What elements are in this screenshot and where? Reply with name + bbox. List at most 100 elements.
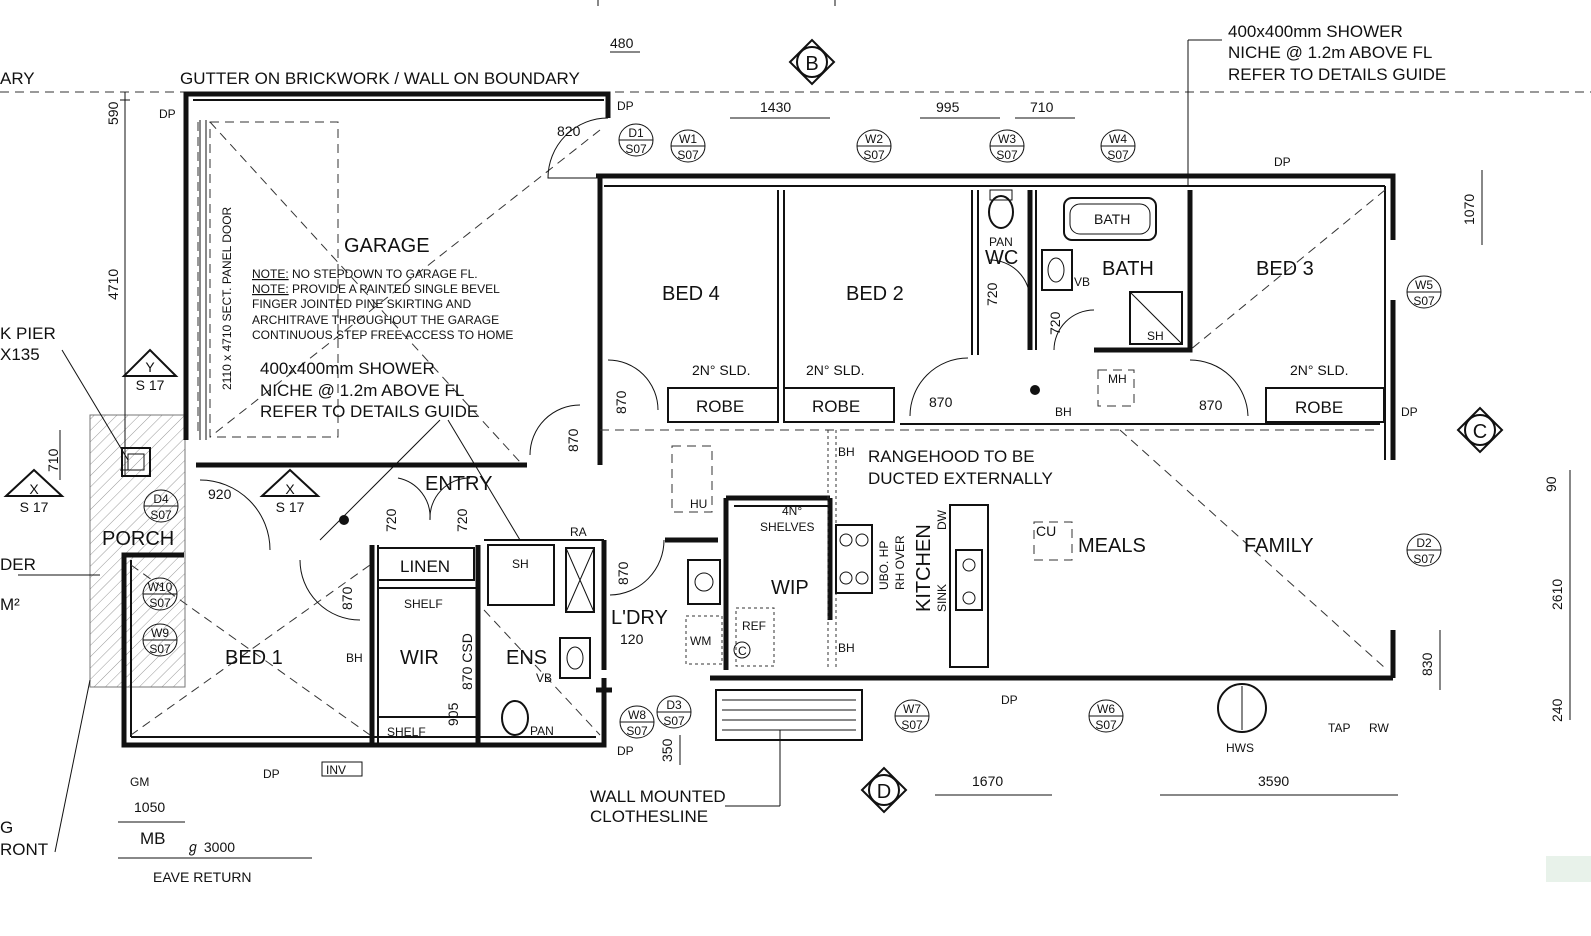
- svg-text:W1: W1: [679, 132, 697, 146]
- svg-text:BH: BH: [1055, 405, 1072, 419]
- pier-note-1: K PIER: [0, 324, 56, 343]
- svg-text:S07: S07: [1413, 294, 1435, 308]
- shelves-label-2: SHELVES: [760, 520, 814, 534]
- svg-text:RANGEHOOD TO BE: RANGEHOOD TO BE: [868, 447, 1035, 466]
- shelves-label-1: 4N°: [782, 504, 802, 518]
- section-marker-x-left: X S 17: [3, 468, 65, 515]
- svg-text:NOTE: NO STEPDOWN TO GARAGE FL: NOTE: NO STEPDOWN TO GARAGE FL.: [252, 267, 478, 281]
- svg-text:WALL MOUNTED: WALL MOUNTED: [590, 787, 726, 806]
- section-marker-y: Y S 17: [121, 348, 179, 393]
- rangehood-note: RANGEHOOD TO BE DUCTED EXTERNALLY: [868, 447, 1053, 488]
- svg-text:W8: W8: [628, 708, 646, 722]
- svg-text:CU: CU: [1036, 523, 1056, 539]
- svg-text:RA: RA: [570, 525, 587, 539]
- svg-text:NOTE: PROVIDE A PAINTED SINGLE: NOTE: PROVIDE A PAINTED SINGLE BEVEL: [252, 282, 500, 296]
- svg-text:RW: RW: [1369, 721, 1389, 735]
- svg-text:1430: 1430: [760, 99, 791, 115]
- svg-text:NICHE @ 1.2m ABOVE FL: NICHE @ 1.2m ABOVE FL: [260, 381, 464, 400]
- dimension-lines: [18, 40, 1571, 859]
- svg-text:DP: DP: [1001, 693, 1018, 707]
- svg-text:480: 480: [610, 35, 634, 51]
- robe-label-bed3: ROBE: [1295, 398, 1343, 417]
- svg-text:MH: MH: [1108, 372, 1127, 386]
- porch-hatch: [89, 414, 186, 688]
- ront-note: RONT: [0, 840, 48, 859]
- svg-text:3590: 3590: [1258, 773, 1289, 789]
- svg-text:870: 870: [339, 586, 355, 610]
- section-marker-x-right: X S 17: [259, 468, 321, 515]
- svg-text:HU: HU: [690, 497, 707, 511]
- svg-text:GM: GM: [130, 775, 149, 789]
- g-note: G: [0, 818, 13, 837]
- svg-text:400x400mm SHOWER: 400x400mm SHOWER: [1228, 22, 1403, 41]
- svg-text:870: 870: [613, 390, 629, 414]
- svg-text:CONTINUOUS STEP FREE ACCESS TO: CONTINUOUS STEP FREE ACCESS TO HOME: [252, 328, 513, 342]
- m2-note: M²: [0, 595, 20, 614]
- svg-text:RH OVER: RH OVER: [893, 535, 907, 590]
- svg-text:S07: S07: [149, 596, 171, 610]
- svg-text:TAP: TAP: [1328, 721, 1350, 735]
- svg-text:820: 820: [557, 123, 581, 139]
- svg-text:830: 830: [1419, 652, 1435, 676]
- svg-text:W7: W7: [903, 702, 921, 716]
- svg-text:DP: DP: [263, 767, 280, 781]
- svg-text:905: 905: [445, 702, 461, 726]
- room-label-wir: WIR: [400, 647, 439, 669]
- room-label-linen: LINEN: [400, 557, 450, 576]
- svg-text:D3: D3: [666, 698, 682, 712]
- svg-text:WM: WM: [690, 634, 711, 648]
- svg-text:W3: W3: [998, 132, 1016, 146]
- svg-text:DP: DP: [159, 107, 176, 121]
- svg-text:REFER TO DETAILS GUIDE: REFER TO DETAILS GUIDE: [260, 402, 478, 421]
- svg-text:2610: 2610: [1549, 579, 1565, 610]
- room-label-garage: GARAGE: [344, 235, 430, 257]
- svg-text:S07: S07: [149, 642, 171, 656]
- svg-text:D2: D2: [1416, 536, 1432, 550]
- svg-text:S07: S07: [626, 724, 648, 738]
- svg-text:S 17: S 17: [20, 499, 49, 515]
- svg-text:995: 995: [936, 99, 960, 115]
- svg-text:S07: S07: [625, 142, 647, 156]
- svg-text:DP: DP: [617, 744, 634, 758]
- clothesline-note: WALL MOUNTED CLOTHESLINE: [590, 787, 726, 826]
- svg-text:D4: D4: [153, 492, 169, 506]
- svg-text:D1: D1: [628, 126, 644, 140]
- room-label-ens: ENS: [506, 647, 547, 669]
- svg-text:S 17: S 17: [276, 499, 305, 515]
- shower-niche-note-top: 400x400mm SHOWER NICHE @ 1.2m ABOVE FL R…: [1228, 22, 1446, 84]
- svg-text:S07: S07: [901, 718, 923, 732]
- shelf-label-top: SHELF: [404, 597, 443, 611]
- svg-text:UBO. HP: UBO. HP: [877, 541, 891, 590]
- svg-text:PAN: PAN: [530, 724, 554, 738]
- section-marker-b: B: [788, 38, 836, 86]
- svg-text:SH: SH: [512, 557, 529, 571]
- svg-text:W6: W6: [1097, 702, 1115, 716]
- svg-text:DP: DP: [1401, 405, 1418, 419]
- room-label-bed4: BED 4: [662, 283, 720, 305]
- svg-text:S07: S07: [150, 508, 172, 522]
- svg-text:350: 350: [659, 738, 675, 762]
- svg-text:C: C: [738, 644, 747, 658]
- room-label-porch: PORCH: [102, 528, 174, 550]
- svg-text:240: 240: [1549, 698, 1565, 722]
- svg-text:S07: S07: [863, 148, 885, 162]
- svg-text:120: 120: [620, 631, 644, 647]
- svg-text:FINGER JOINTED PINE SKIRTING A: FINGER JOINTED PINE SKIRTING AND: [252, 297, 471, 311]
- room-label-wc: WC: [985, 247, 1018, 269]
- svg-text:720: 720: [383, 508, 399, 532]
- svg-text:W2: W2: [865, 132, 883, 146]
- svg-text:CLOTHESLINE: CLOTHESLINE: [590, 807, 708, 826]
- svg-text:S07: S07: [663, 714, 685, 728]
- svg-text:INV: INV: [326, 763, 346, 777]
- svg-text:DP: DP: [617, 99, 634, 113]
- room-label-bath: BATH: [1102, 258, 1154, 280]
- svg-text:4710: 4710: [105, 269, 121, 300]
